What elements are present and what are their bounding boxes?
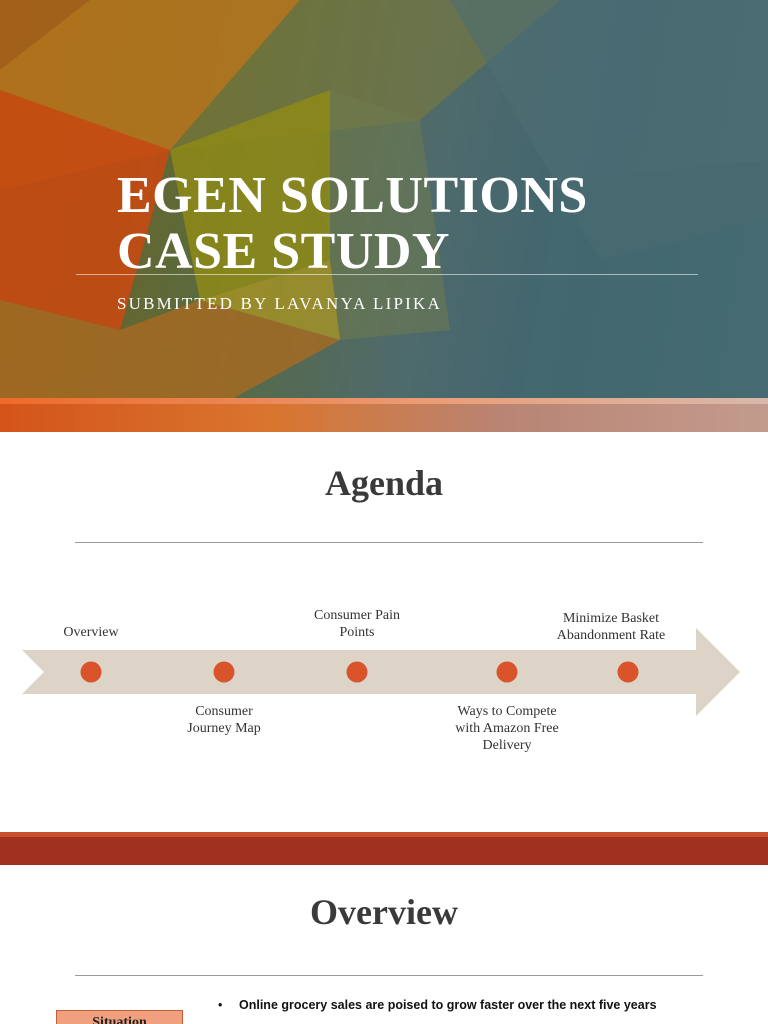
presentation-title: EGEN SOLUTIONS CASE STUDY xyxy=(117,168,717,280)
agenda-item-consumer-pain-points: Consumer Pain Points xyxy=(314,608,400,640)
situation-label-box: Situation xyxy=(56,1010,183,1024)
timeline-arrow xyxy=(22,628,740,716)
agenda-heading-rule xyxy=(75,542,703,543)
background-polygons xyxy=(0,0,768,400)
title-line-2: CASE STUDY xyxy=(117,223,450,280)
timeline-dot-pain-points xyxy=(346,661,368,683)
title-divider xyxy=(76,274,698,275)
agenda-item-basket-abandonment: Minimize Basket Abandonment Rate xyxy=(556,611,666,643)
presentation-subtitle: SUBMITTED BY LAVANYA LIPIKA xyxy=(117,294,442,313)
agenda-item-compete-amazon: Ways to Compete with Amazon Free Deliver… xyxy=(455,704,559,753)
slide-separator-band xyxy=(0,832,768,865)
title-line-1: EGEN SOLUTIONS xyxy=(117,167,588,224)
timeline-dot-basket xyxy=(617,661,639,683)
agenda-timeline xyxy=(22,628,740,716)
agenda-item-consumer-journey-map: Consumer Journey Map xyxy=(187,704,261,736)
overview-bullet: Online grocery sales are poised to grow … xyxy=(218,996,657,1014)
overview-heading: Overview xyxy=(310,892,458,932)
slide-footer-band xyxy=(0,398,768,432)
overview-bullets: Online grocery sales are poised to grow … xyxy=(218,996,657,1014)
overview-slide: Overview Situation Online grocery sales … xyxy=(0,865,768,1024)
title-slide: EGEN SOLUTIONS CASE STUDY SUBMITTED BY L… xyxy=(0,0,768,432)
agenda-heading: Agenda xyxy=(324,463,444,503)
overview-heading-rule xyxy=(75,975,703,976)
timeline-dot-journey xyxy=(213,661,235,683)
agenda-item-overview: Overview xyxy=(63,625,119,640)
timeline-dot-amazon xyxy=(496,661,518,683)
agenda-slide: Agenda Overview Consumer Journey Map Con… xyxy=(0,432,768,832)
timeline-dot-overview xyxy=(80,661,102,683)
